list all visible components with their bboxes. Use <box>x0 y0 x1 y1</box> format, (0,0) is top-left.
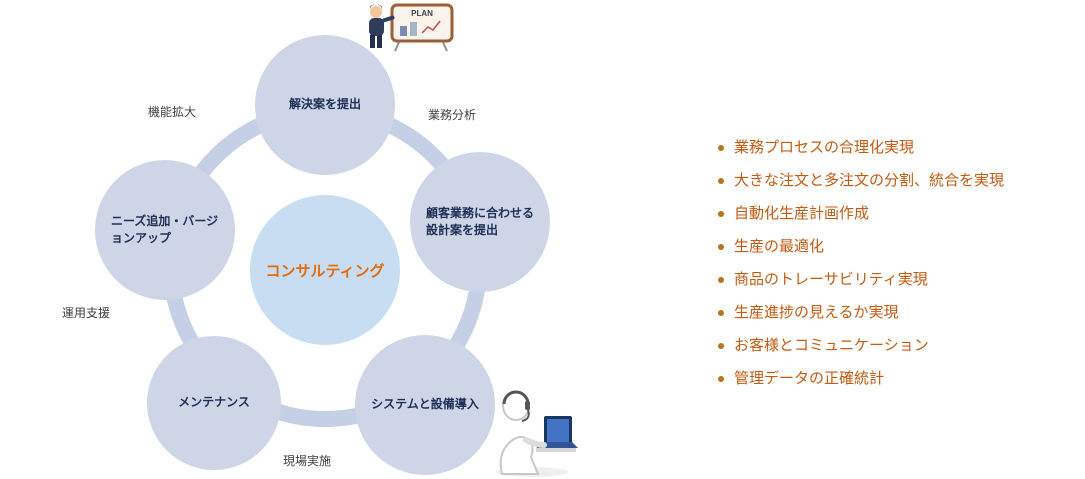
node-needs-version-up: ニーズ追加・バージョンアップ <box>95 160 235 300</box>
plan-board-label: PLAN <box>411 9 433 18</box>
node-label: 解決案を提出 <box>288 97 361 112</box>
list-item: お客様とコミュニケーション <box>712 336 1082 356</box>
list-item: 自動化生産計画作成 <box>712 204 1082 224</box>
presenter-illustration-svg: PLAN <box>369 3 454 52</box>
node-label: ニーズ追加・バージョンアップ <box>111 213 219 245</box>
node-label: システムと設備導入 <box>371 397 479 412</box>
node-label: 顧客業務に合わせる 設計案を提出 <box>426 205 535 237</box>
edge-label-business-analysis: 業務分析 <box>428 108 477 122</box>
feature-bullet-list: 業務プロセスの合理化実現 大きな注文と多注文の分割、統合を実現 自動化生産計画作… <box>712 138 1082 402</box>
list-item: 業務プロセスの合理化実現 <box>712 138 1082 158</box>
edge-label-onsite-implementation: 現場実施 <box>283 454 332 468</box>
node-design-proposal: 顧客業務に合わせる 設計案を提出 <box>410 152 550 292</box>
list-item: 商品のトレーサビリティ実現 <box>712 270 1082 290</box>
edge-label-function-expansion: 機能拡大 <box>148 105 197 119</box>
support-figure-laptop-illustration <box>492 386 584 478</box>
consulting-cycle-diagram: 解決案を提出 顧客業務に合わせる 設計案を提出 システムと設備導入 メンテナンス… <box>62 2 584 478</box>
node-consulting-center: コンサルティング <box>250 195 400 345</box>
node-maintenance: メンテナンス <box>147 336 281 470</box>
center-label: コンサルティング <box>265 262 385 280</box>
list-item: 大きな注文と多注文の分割、統合を実現 <box>712 171 1082 191</box>
node-system-installation: システムと設備導入 <box>355 335 495 475</box>
presenter-whiteboard-illustration: PLAN <box>362 2 457 52</box>
node-label: メンテナンス <box>178 395 250 410</box>
support-figure-svg <box>496 390 578 477</box>
edge-label-operation-support: 運用支援 <box>62 306 111 320</box>
list-item: 管理データの正確統計 <box>712 369 1082 389</box>
node-solution-proposal: 解決案を提出 <box>255 35 395 175</box>
list-item: 生産の最適化 <box>712 237 1082 257</box>
list-item: 生産進捗の見えるか実現 <box>712 303 1082 323</box>
